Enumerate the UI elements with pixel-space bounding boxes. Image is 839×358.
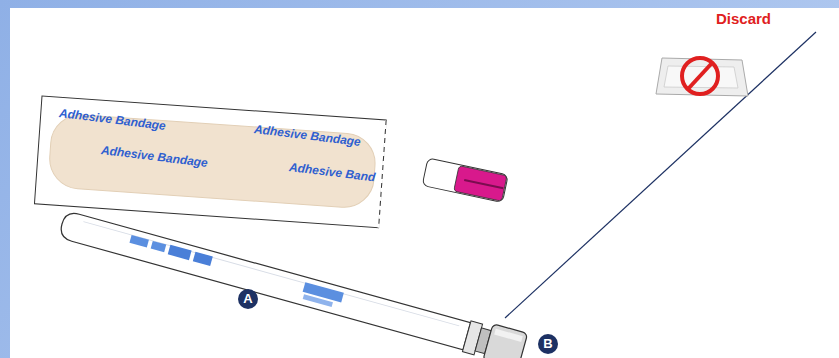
discard-pad <box>656 58 748 96</box>
needle-cap <box>422 158 508 202</box>
bandage-print: Adhesive Bandage <box>58 106 166 133</box>
bandage-print: Adhesive Band <box>288 160 376 184</box>
bandage-print: Adhesive Bandage <box>100 143 208 170</box>
callout-letter: B <box>538 334 558 354</box>
callout-letter: A <box>238 289 258 309</box>
pen-injector <box>57 206 528 358</box>
bandage-sheet <box>34 96 386 228</box>
leader-line <box>505 32 816 318</box>
discard-label: Discard <box>716 10 771 27</box>
bandage-print: Adhesive Bandage <box>253 122 361 149</box>
